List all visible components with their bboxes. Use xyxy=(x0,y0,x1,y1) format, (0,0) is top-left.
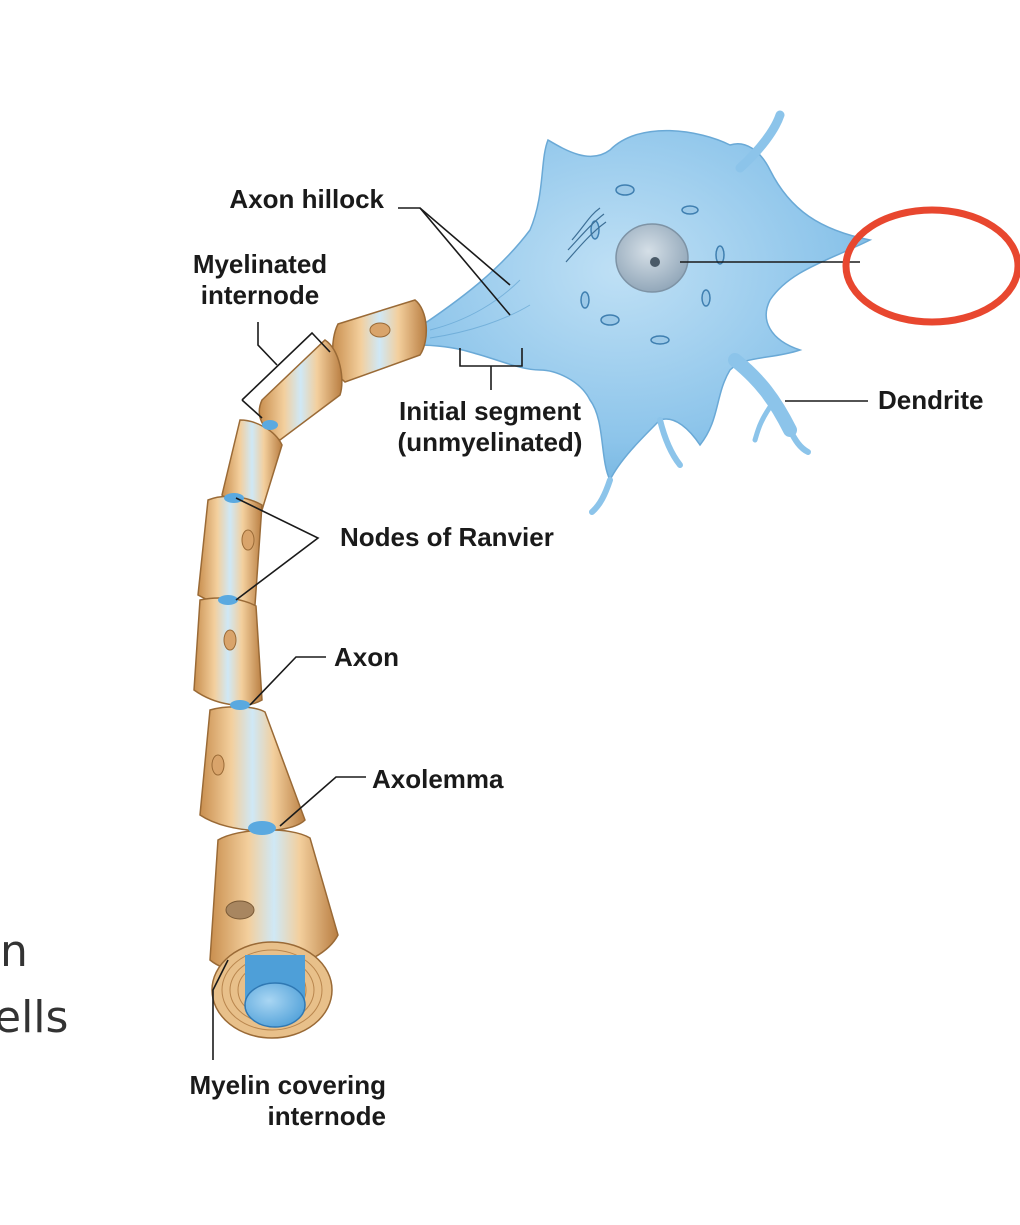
cutoff-text-line2: ells xyxy=(0,992,69,1043)
label-myelinated-internode-line1: Myelinated xyxy=(192,249,328,279)
label-axon: Axon xyxy=(334,642,399,672)
label-initial-segment: Initial segment (unmyelinated) xyxy=(370,396,610,458)
label-myelin-covering: Myelin covering internode xyxy=(150,1070,387,1132)
label-nodes-of-ranvier: Nodes of Ranvier xyxy=(340,522,554,552)
label-myelinated-internode-line2: internode xyxy=(200,280,320,311)
cell-body xyxy=(414,129,873,482)
er-lines xyxy=(565,207,607,263)
mitochondria xyxy=(580,184,725,345)
cutoff-text-line1: n xyxy=(0,926,28,977)
label-axon-hillock: Axon hillock xyxy=(229,184,384,214)
dendrites xyxy=(589,110,811,515)
leader-lines xyxy=(212,207,868,1060)
label-initial-segment-line2: (unmyelinated) xyxy=(397,427,583,458)
label-initial-segment-line1: Initial segment xyxy=(398,396,582,426)
myelin-cross-section xyxy=(211,900,333,1039)
highlight-circle xyxy=(842,206,1020,326)
label-dendrite: Dendrite xyxy=(878,385,984,415)
label-myelinated-internode: Myelinated internode xyxy=(160,249,360,311)
myelin-segments xyxy=(193,299,428,974)
label-axolemma: Axolemma xyxy=(372,764,504,794)
nodes-of-ranvier xyxy=(218,420,278,835)
label-myelin-covering-line1: Myelin covering xyxy=(189,1070,387,1100)
label-myelin-covering-line2: internode xyxy=(267,1101,386,1132)
